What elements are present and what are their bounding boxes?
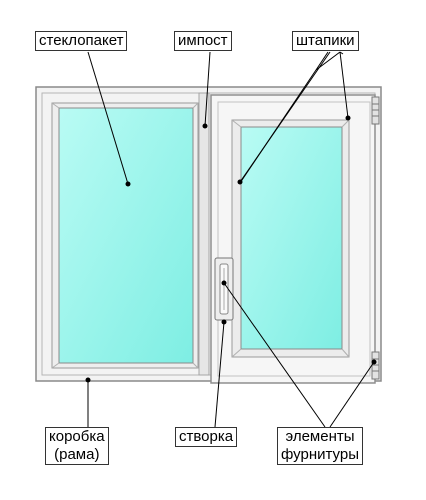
right-glass [240, 126, 343, 350]
leader-lines [87, 51, 375, 428]
label-mullion: импост [174, 31, 232, 51]
hinge-bottom [371, 351, 380, 380]
label-fittings-line2: фурнитуры [281, 446, 360, 463]
label-frame-line2: (рама) [54, 446, 100, 463]
label-fittings: элементы фурнитуры [277, 427, 364, 465]
leader-beads-split [315, 51, 329, 71]
handle-icon [214, 257, 234, 321]
label-glazing-beads: штапики [292, 31, 359, 51]
left-glass [58, 107, 194, 364]
leader-mullion [204, 51, 211, 127]
leader-fittings-hinge [329, 361, 375, 428]
leader-beads-right-b [339, 51, 349, 119]
label-fittings-line1: элементы [285, 428, 355, 445]
label-sash: створка [175, 427, 238, 447]
hinge-top [371, 96, 380, 125]
sash [210, 94, 376, 384]
label-frame-line1: коробка [49, 428, 105, 445]
leader-sash [214, 321, 225, 428]
left-pane [51, 102, 199, 369]
leader-fittings-handle [223, 282, 326, 428]
leader-glass-unit [87, 51, 129, 185]
label-glass-unit: стеклопакет [35, 31, 128, 51]
leader-beads-main [239, 51, 331, 183]
label-frame: коробка (рама) [45, 427, 109, 465]
mullion [198, 92, 210, 376]
pointer-dots [85, 115, 377, 383]
